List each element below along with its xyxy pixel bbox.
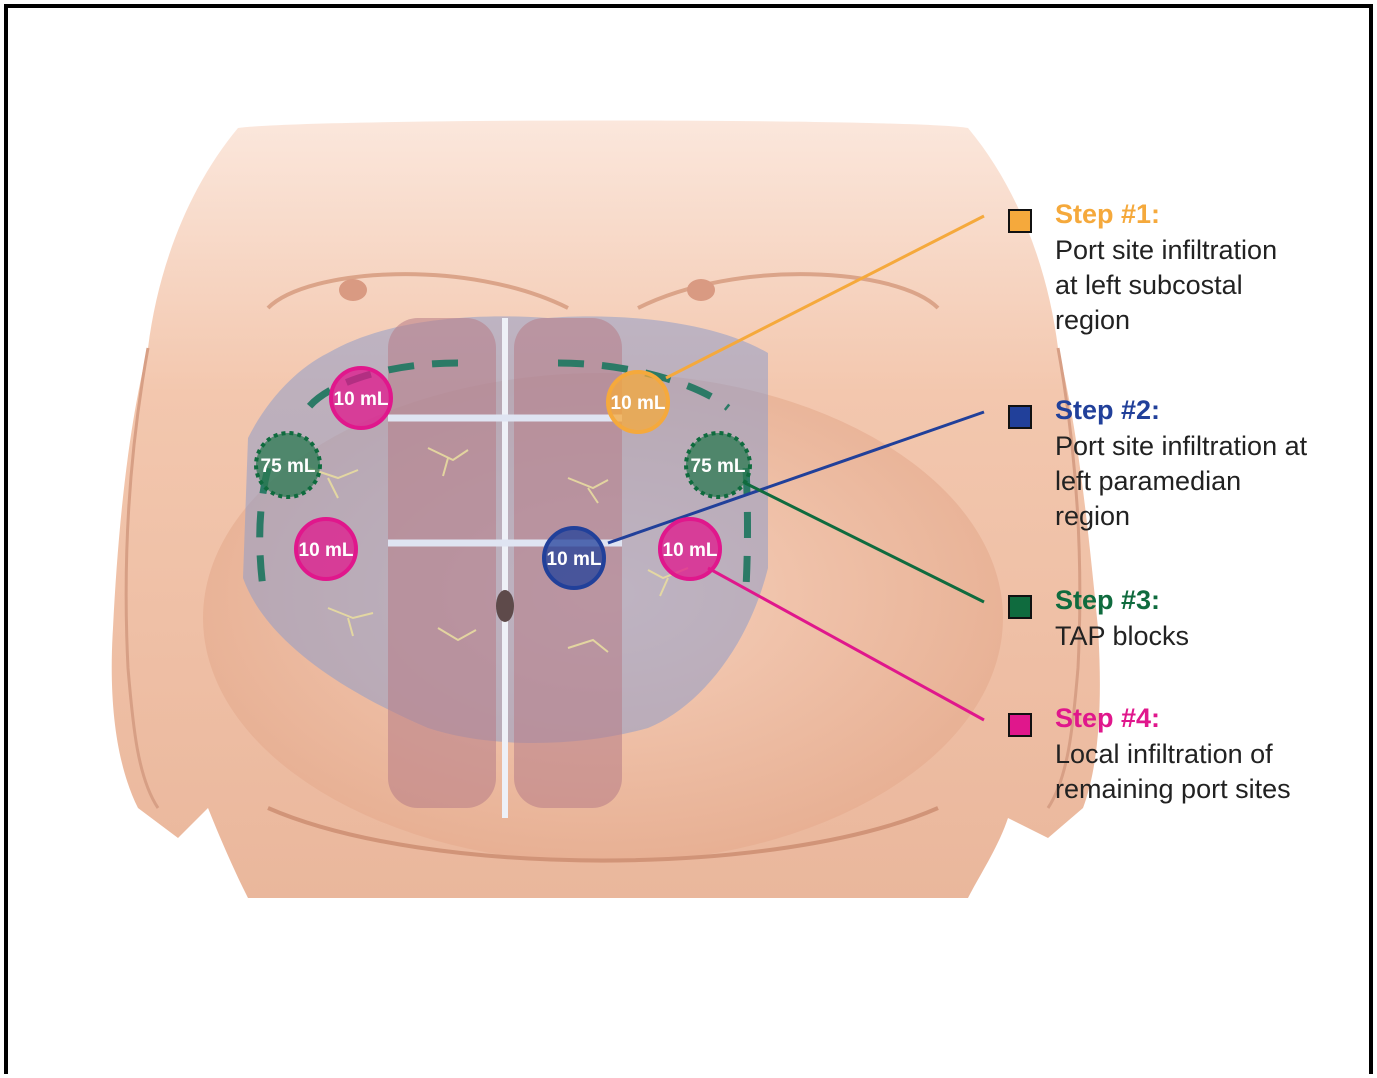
figure-frame: 10 mL 75 mL 10 mL 10 mL 75 mL 10 mL: [4, 4, 1373, 1074]
site-step2-left-paramedian: 10 mL: [544, 528, 604, 588]
site-label: 75 mL: [261, 456, 316, 477]
site-step3-right-tap: 75 mL: [256, 433, 320, 497]
site-step4-upper-right-patient: 10 mL: [331, 368, 391, 428]
swatch-step4: [1008, 713, 1032, 737]
swatch-step1: [1008, 209, 1032, 233]
legend-step4-description: Local infiltration of remaining port sit…: [1055, 737, 1335, 807]
site-step3-left-tap: 75 mL: [686, 433, 750, 497]
site-step4-lower-right-patient: 10 mL: [296, 519, 356, 579]
legend-step1-description: Port site infiltration at left subcostal…: [1055, 233, 1285, 338]
legend-step2-description: Port site infiltration at left paramedia…: [1055, 429, 1315, 534]
site-label: 10 mL: [334, 389, 389, 410]
right-nipple: [687, 279, 715, 301]
legend-step3-description: TAP blocks: [1055, 619, 1355, 654]
legend-step3-title: Step #3:: [1055, 585, 1160, 616]
left-nipple: [339, 279, 367, 301]
legend-step1-title: Step #1:: [1055, 199, 1160, 230]
site-label: 75 mL: [691, 456, 746, 477]
site-label: 10 mL: [611, 393, 666, 414]
site-step1-left-subcostal: 10 mL: [608, 372, 668, 432]
abdomen-illustration: 10 mL 75 mL 10 mL 10 mL 75 mL 10 mL: [8, 8, 1377, 1078]
umbilicus: [496, 590, 514, 622]
site-step4-lower-left: 10 mL: [660, 519, 720, 579]
swatch-step3: [1008, 595, 1032, 619]
legend-step2-title: Step #2:: [1055, 395, 1160, 426]
site-label: 10 mL: [299, 540, 354, 561]
swatch-step2: [1008, 405, 1032, 429]
legend-step4-title: Step #4:: [1055, 703, 1160, 734]
site-label: 10 mL: [663, 540, 718, 561]
site-label: 10 mL: [547, 549, 602, 570]
